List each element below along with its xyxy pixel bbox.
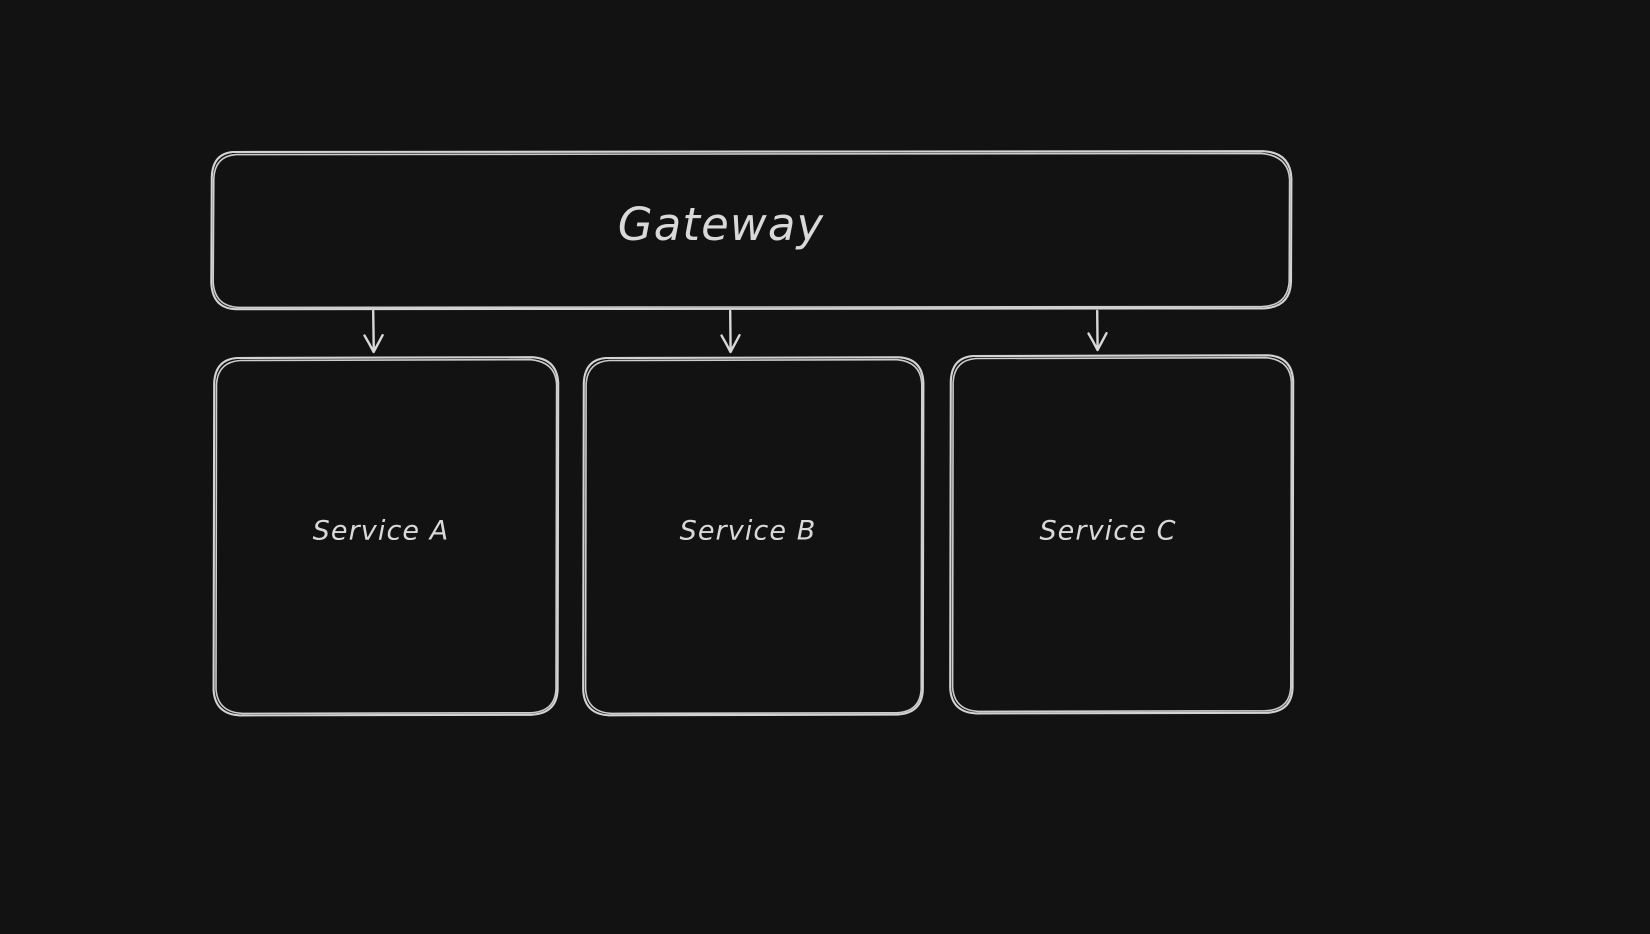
service-a-box-outline-secondary (215, 358, 558, 715)
edge-gateway-service-b-arrowhead (720, 334, 741, 354)
service-c-box-outline-secondary (951, 356, 1293, 713)
node-service-b[interactable]: Service B (582, 356, 925, 717)
edge-gateway-service-a-line (372, 309, 375, 353)
node-gateway[interactable]: Gateway (210, 150, 1293, 311)
service-a-box-outline (212, 356, 560, 717)
edge-gateway-service-a-arrowhead (363, 334, 384, 354)
service-b-label: Service B (680, 516, 817, 547)
gateway-label: Gateway (618, 198, 825, 251)
service-a-label: Service A (313, 516, 450, 547)
service-b-box-outline-secondary (584, 358, 923, 715)
edge-gateway-service-b[interactable] (720, 309, 741, 354)
edge-gateway-service-c[interactable] (1087, 309, 1108, 352)
service-c-label: Service C (1039, 516, 1176, 547)
service-c-box-outline (949, 354, 1295, 715)
edge-gateway-service-c-arrowhead (1087, 332, 1108, 352)
gateway-box-outline (210, 150, 1293, 311)
service-b-box-outline (582, 356, 925, 717)
edge-gateway-service-a[interactable] (363, 309, 384, 354)
gateway-box-outline-secondary (212, 152, 1291, 309)
node-service-a[interactable]: Service A (212, 356, 560, 717)
node-service-c[interactable]: Service C (949, 354, 1295, 715)
